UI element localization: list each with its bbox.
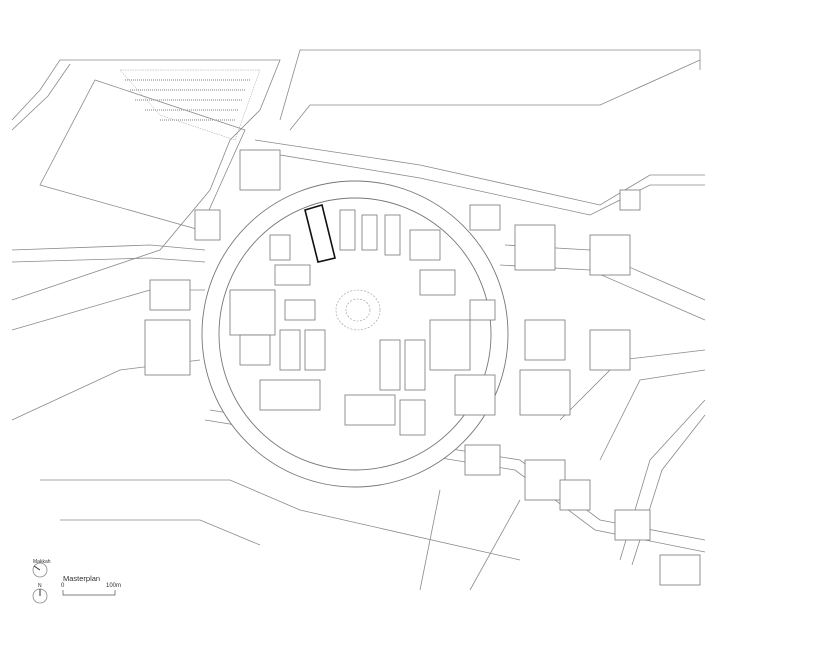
drawing-title: Masterplan bbox=[63, 574, 101, 583]
scale-end: 100m bbox=[106, 583, 122, 589]
qibla-compass-icon bbox=[32, 562, 48, 578]
inner-buildings bbox=[229, 203, 496, 436]
legend bbox=[32, 562, 116, 604]
parking-grid bbox=[119, 69, 261, 141]
scale-start: 0 bbox=[61, 583, 65, 589]
north-label: N bbox=[38, 583, 42, 589]
scale-bar bbox=[62, 590, 116, 596]
outer-buildings bbox=[144, 149, 701, 586]
qibla-label: Makkah bbox=[33, 559, 51, 565]
